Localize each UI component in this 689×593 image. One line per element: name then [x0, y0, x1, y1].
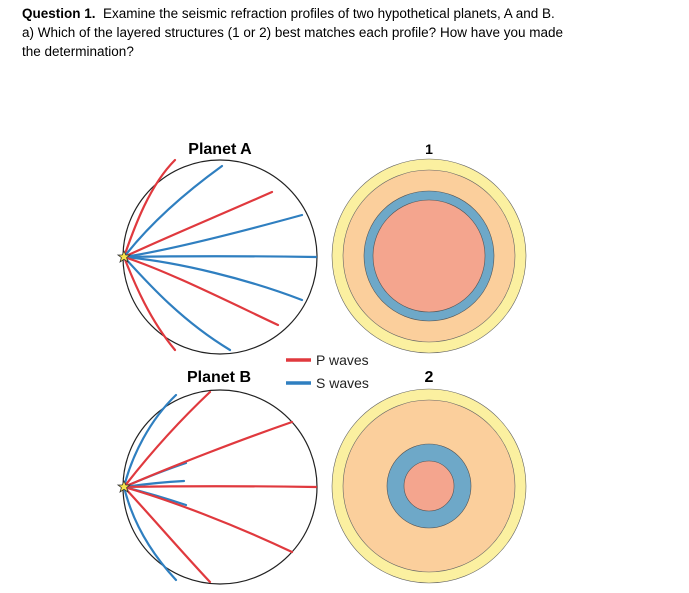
- planet-b-p-ray: [122, 485, 212, 584]
- planet-a-p-ray: [122, 190, 274, 259]
- planet-b-s-ray: [122, 393, 178, 489]
- planet-b-p-ray: [122, 485, 318, 489]
- question-line-1-text: Examine the seismic refraction profiles …: [103, 6, 555, 21]
- planet-b-p-ray: [122, 420, 294, 489]
- question-text: Question 1. Examine the seismic refracti…: [22, 4, 662, 61]
- legend-s-label: S waves: [316, 375, 369, 391]
- structure-2-inner-core: [403, 460, 455, 512]
- layered-structure-2: [331, 388, 527, 584]
- structure-2-label: 2: [425, 369, 434, 386]
- structure-1-inner-core: [372, 199, 486, 313]
- planet-b-profile: [116, 389, 318, 585]
- question-heading: Question 1.: [22, 6, 96, 21]
- legend-p-label: P waves: [316, 352, 369, 368]
- planet-b-label: Planet B: [187, 369, 251, 386]
- planet-b-p-ray: [122, 485, 294, 554]
- planet-b-s-ray: [122, 485, 178, 582]
- planet-a-label: Planet A: [188, 141, 252, 158]
- planet-a-p-ray: [122, 255, 280, 327]
- question-line-2: a) Which of the layered structures (1 or…: [22, 25, 564, 40]
- planet-a-p-ray: [122, 158, 177, 259]
- layered-structure-1: [331, 158, 527, 354]
- planet-a-s-ray: [122, 213, 304, 259]
- question-line-1: Question 1. Examine the seismic refracti…: [22, 4, 662, 23]
- planet-a-s-ray: [122, 255, 232, 352]
- planet-a-s-ray: [122, 255, 318, 259]
- planet-a-s-ray: [122, 164, 224, 259]
- planet-b-source-star: [116, 480, 132, 493]
- planet-b-p-ray: [122, 390, 212, 489]
- question-line-3: the determination?: [22, 44, 134, 59]
- planet-a-p-ray: [122, 255, 177, 352]
- planet-a-source-star: [116, 250, 132, 263]
- planet-a-profile: [116, 158, 318, 355]
- structure-1-label: 1: [425, 141, 433, 157]
- planet-a-s-ray: [122, 255, 304, 302]
